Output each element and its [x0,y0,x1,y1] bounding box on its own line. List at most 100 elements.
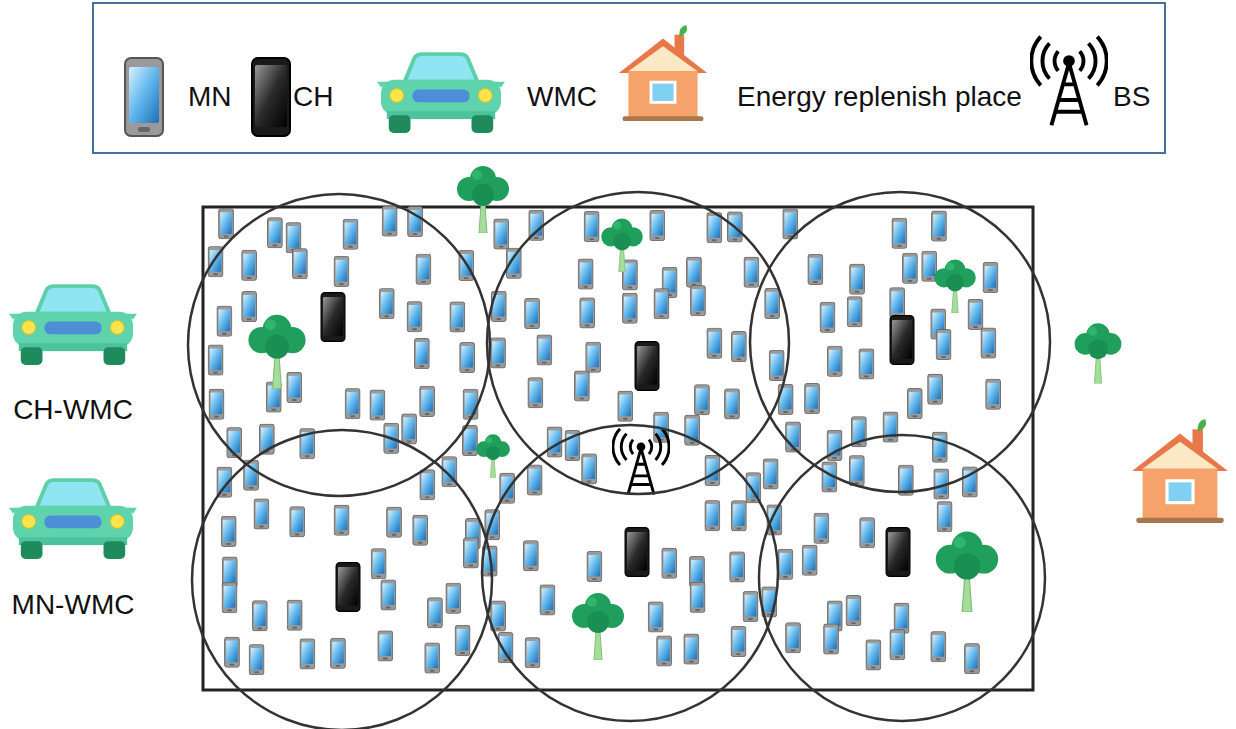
mobile-node [222,583,237,613]
mobile-node [730,552,745,582]
vehicle-label: CH-WMC [13,395,133,426]
mobile-node [450,302,465,332]
mobile-node [528,378,543,408]
mobile-node [928,374,943,404]
mobile-node [420,470,435,500]
mobile-node [903,253,918,283]
cluster-head [336,563,360,612]
legend-text: WMC [527,82,597,113]
mobile-node [525,638,540,668]
legend-text: BS [1113,82,1150,113]
tree [476,434,510,478]
cluster-circle [482,425,778,721]
mobile-node [731,332,746,362]
mobile-node [981,328,996,358]
mobile-node [378,631,393,661]
trees [248,166,1121,660]
legend-entry: WMC [527,82,597,113]
mobile-node [345,389,360,419]
cluster-circle [192,430,492,729]
mobile-node [300,639,315,669]
mobile-node [428,598,443,628]
mobile-node [420,386,435,416]
mobile-nodes [208,206,1000,675]
mobile-node [463,538,478,568]
mobile-node [849,456,864,486]
mobile-node [695,385,710,415]
mobile-node [707,328,722,358]
mobile-node [936,329,951,359]
mobile-node [217,306,232,336]
legend-wmc-icon [377,54,505,133]
mobile-node [883,412,898,442]
tree [572,593,624,660]
mobile-node [290,507,305,537]
mn-wmc-vehicle [9,480,137,559]
mobile-node [446,583,461,613]
legend-text: Energy replenish place [737,82,1022,113]
mobile-node [219,209,234,239]
mobile-node [578,259,593,289]
mobile-node [525,298,540,328]
mobile-node [743,591,758,621]
legend-bs-icon [1031,37,1107,126]
base-station [613,429,669,495]
mobile-node [498,632,513,662]
mobile-node [690,582,705,612]
legend-entry: CH [293,82,333,113]
mobile-node [622,293,637,323]
legend-house-icon [619,25,707,121]
mobile-node [242,250,257,280]
mobile-node [731,501,746,531]
mobile-node [254,499,269,529]
mobile-node [293,249,308,279]
mobile-node [460,342,475,372]
mobile-node [587,551,602,581]
mobile-node [287,372,302,402]
legend-entry: BS [1113,82,1150,113]
mobile-node [379,289,394,319]
ch-wmc-vehicle [9,286,137,365]
mobile-node [778,384,793,414]
legend-mn-icon [125,58,163,136]
mobile-node [208,345,223,375]
mobile-node [574,371,589,401]
mobile-node [827,346,842,376]
field-border [203,207,1033,690]
energy-house [1132,419,1228,523]
legend-entry: Energy replenish place [737,82,1022,113]
mobile-node [850,264,865,294]
mobile-node [763,459,778,489]
mobile-node [287,600,302,630]
mobile-node [744,257,759,287]
mobile-node [731,626,746,656]
cluster-heads [321,293,914,612]
mobile-node [387,507,402,537]
cluster-head [625,528,649,577]
mobile-node [983,262,998,292]
cluster-head [635,342,659,391]
mobile-node [866,640,881,670]
mobile-node [684,634,699,664]
mobile-node [221,516,236,546]
mobile-node [268,218,283,248]
mobile-node [859,349,874,379]
mobile-node [402,414,417,444]
mobile-node [242,291,257,321]
mobile-node [662,548,677,578]
tree [248,315,305,389]
mobile-node [778,549,793,579]
mobile-node [331,638,346,668]
mobile-node [965,644,980,674]
mobile-node [650,210,665,240]
cluster-head [886,528,910,577]
tree [936,532,998,612]
mobile-node [687,257,702,287]
mobile-node [847,297,862,327]
mobile-node [425,643,440,673]
mobile-node [537,335,552,365]
mobile-node [523,541,538,571]
mobile-node [691,286,706,316]
mobile-node [860,518,875,548]
